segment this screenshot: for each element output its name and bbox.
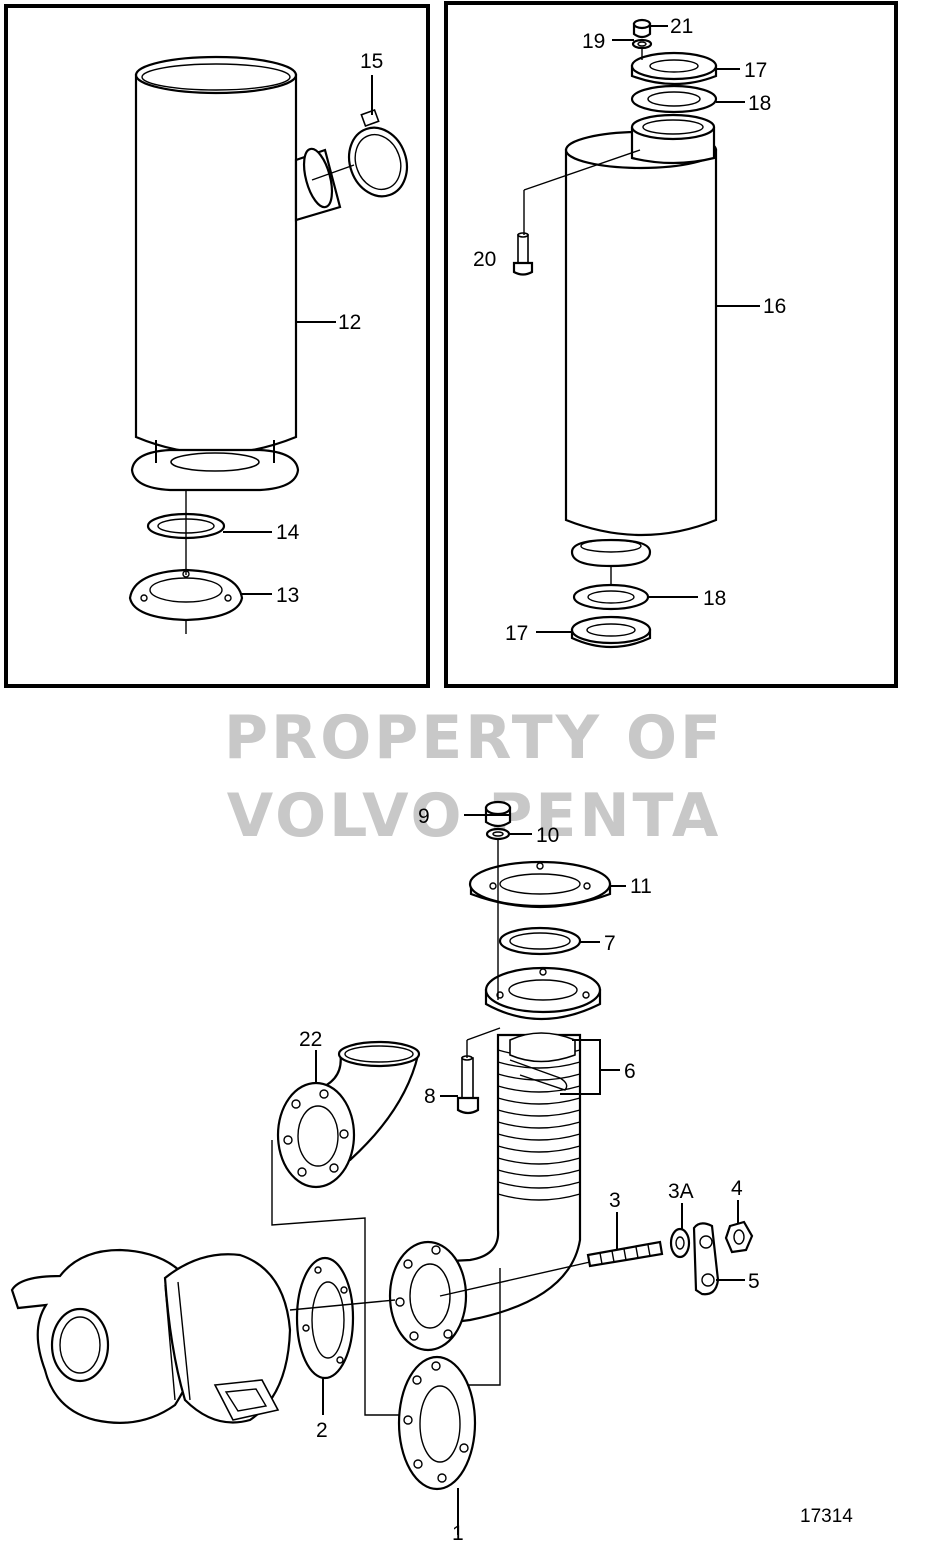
flange-1: [397, 1355, 477, 1491]
callout-18-bottom: 18: [703, 587, 726, 610]
callout-16: 16: [763, 295, 786, 318]
bolt-21: [632, 18, 652, 39]
callout-7: 7: [604, 932, 616, 955]
right-panel: 21 19 17 18 20 16 18 17: [444, 1, 898, 688]
gasket-2: [295, 1256, 355, 1380]
callout-9: 9: [418, 805, 430, 828]
callout-3: 3: [609, 1189, 621, 1212]
callout-15: 15: [360, 50, 383, 73]
bottom-assembly: 9 10 11 7 6 8 22 3 3A 4 5 2 1: [10, 800, 760, 1544]
callout-5: 5: [748, 1270, 760, 1293]
left-panel: 12 14 13 15: [4, 4, 430, 688]
bellows-elbow-6: [388, 966, 602, 1352]
callout-12: 12: [338, 311, 361, 334]
callout-1: 1: [452, 1522, 464, 1544]
flange-13: [128, 568, 244, 634]
flange-17-bottom: [570, 615, 652, 649]
bolt-8: [456, 1055, 480, 1115]
stud-3: [586, 1240, 664, 1268]
hose-clamp-15: [347, 108, 409, 198]
callout-21: 21: [670, 15, 693, 38]
watermark: PROPERTY OF VOLVO PENTA: [224, 703, 724, 851]
nut-4: [724, 1220, 754, 1254]
bolt-20: [512, 232, 534, 276]
washer-10: [485, 827, 511, 841]
callout-22: 22: [299, 1028, 322, 1051]
washer-3a: [669, 1227, 691, 1259]
silencer-16: [564, 113, 718, 568]
right-panel-frame: [444, 1, 898, 688]
callout-20: 20: [473, 248, 496, 271]
leader-6: [560, 1039, 601, 1095]
flange-17-top: [630, 51, 718, 86]
callout-11: 11: [630, 875, 652, 898]
callout-6: 6: [624, 1060, 636, 1083]
callout-2: 2: [316, 1419, 328, 1442]
gasket-18-bottom: [572, 583, 650, 611]
flange-11: [468, 860, 612, 909]
lock-plate-5: [692, 1222, 720, 1296]
turbocharger: [10, 1248, 292, 1424]
callout-18-top: 18: [748, 92, 771, 115]
bellows-convolutions: [497, 1049, 581, 1201]
watermark-line-1: PROPERTY OF: [224, 703, 724, 773]
elbow-22: [276, 1040, 421, 1189]
callout-17-bottom: 17: [505, 622, 528, 645]
callout-14: 14: [276, 521, 300, 544]
callout-8: 8: [424, 1085, 436, 1108]
callout-10: 10: [536, 824, 559, 847]
callout-17-top: 17: [744, 59, 767, 82]
callout-19: 19: [582, 30, 605, 53]
left-panel-frame: [4, 4, 430, 688]
callout-4: 4: [731, 1177, 743, 1200]
callout-13: 13: [276, 584, 299, 607]
bolt-9: [484, 800, 512, 828]
callout-3a: 3A: [668, 1180, 694, 1203]
figure-number: 17314: [800, 1506, 853, 1527]
silencer-12: [130, 55, 342, 492]
gasket-7: [498, 926, 582, 956]
gasket-18-top: [630, 84, 718, 114]
washer-19: [631, 38, 653, 50]
